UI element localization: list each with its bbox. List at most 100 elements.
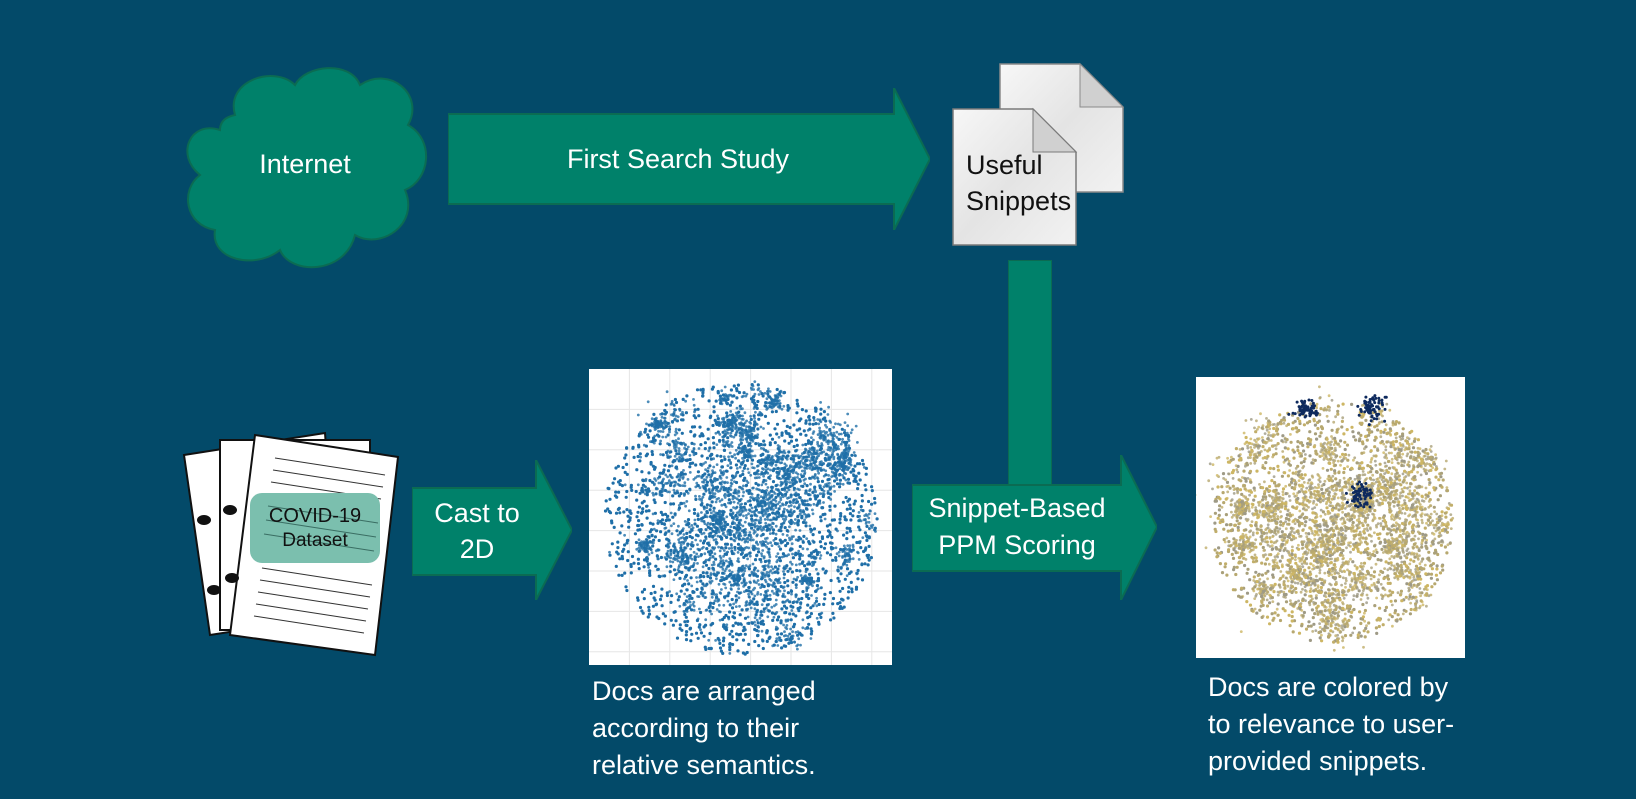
scatter-point: [734, 419, 738, 423]
scatter-point: [786, 569, 790, 573]
scatter-point: [796, 506, 800, 510]
scatter-point: [688, 487, 692, 491]
scatter-point: [603, 509, 608, 513]
scatter-point: [690, 557, 694, 561]
scatter-point: [763, 500, 767, 504]
scatter-point: [757, 393, 761, 396]
scatter-point: [798, 479, 802, 483]
scatter-point: [1438, 531, 1442, 534]
scatter-point: [858, 478, 862, 482]
scatter-point: [671, 502, 676, 506]
scatter-point: [676, 533, 680, 537]
scatter-point: [770, 611, 774, 615]
scatter-point: [747, 546, 751, 550]
scatter-point: [708, 497, 712, 501]
scatter-point: [729, 537, 733, 541]
scatter-point: [803, 564, 807, 568]
scatter-point: [636, 454, 640, 459]
scatter-point: [1270, 544, 1274, 548]
scatter-point: [783, 479, 787, 483]
scatter-point: [665, 565, 669, 569]
scatter-point: [784, 634, 788, 637]
scatter-point: [772, 643, 776, 647]
scatter-point: [845, 552, 849, 556]
scatter-point: [620, 573, 624, 577]
scatter-point: [629, 571, 633, 575]
scatter-point: [729, 508, 733, 512]
scatter-point: [823, 597, 827, 601]
scatter-point: [701, 571, 705, 575]
scatter-point: [696, 636, 700, 640]
scatter-point: [789, 640, 794, 645]
scatter-point: [805, 537, 809, 540]
scatter-point: [788, 426, 792, 430]
scatter-point: [808, 427, 812, 431]
scatter-point: [798, 509, 802, 513]
scatter-point: [847, 439, 851, 442]
scatter-point: [811, 467, 815, 471]
scatter-point: [653, 535, 657, 539]
scatter-point: [870, 526, 874, 529]
scatter-point: [847, 585, 851, 589]
scatter-point: [733, 522, 737, 525]
scatter-point: [753, 594, 757, 598]
scatter-point: [856, 514, 860, 519]
scatter-point: [710, 474, 714, 477]
scatter-point: [777, 615, 781, 619]
scatter-point: [842, 533, 846, 537]
scatter-point: [713, 599, 717, 603]
scatter-point: [726, 490, 730, 494]
scatter-point: [750, 383, 754, 387]
scatter-point: [718, 438, 722, 443]
scatter-point: [798, 606, 802, 610]
scatter-point: [1399, 438, 1403, 441]
scatter-point: [774, 639, 778, 644]
scatter-point: [848, 503, 852, 507]
scatter-point: [742, 466, 746, 470]
scatter-point: [857, 471, 861, 475]
scatter-point: [685, 623, 689, 628]
scatter-point: [735, 467, 739, 470]
scatter-point: [639, 455, 642, 459]
scatter-point: [616, 540, 620, 544]
scatter-point: [760, 629, 764, 633]
scatter-point: [782, 510, 786, 514]
scatter-point: [724, 576, 728, 581]
scatter-point: [1434, 456, 1438, 460]
scatter-point: [680, 455, 684, 458]
scatter-point: [816, 455, 819, 458]
scatter-point: [752, 547, 756, 551]
scatter-point: [734, 463, 738, 467]
scatter-point: [767, 503, 771, 507]
scatter-point: [730, 546, 733, 550]
scatter-point: [731, 455, 735, 459]
scatter-point: [653, 417, 657, 421]
scatter-point: [765, 630, 769, 634]
scatter-point: [722, 582, 725, 586]
scatter-point: [671, 515, 675, 519]
scatter-point: [766, 597, 770, 602]
scatter-point: [721, 651, 725, 655]
scatter-point: [730, 416, 734, 420]
scatter-point: [850, 428, 854, 432]
scatter-point: [815, 616, 819, 620]
scatter-point: [741, 456, 744, 460]
scatter-point: [749, 417, 753, 422]
scatter-point: [843, 431, 847, 435]
scatter-point: [795, 500, 799, 504]
scatter-point: [681, 397, 685, 401]
scatter-point: [692, 600, 696, 604]
scatter-point: [813, 602, 817, 605]
scatter-point: [779, 498, 783, 502]
scatter-point: [756, 634, 760, 638]
scatter-point: [782, 604, 787, 608]
scatter-point: [730, 482, 734, 486]
scatter-point: [875, 517, 879, 521]
scatter-point: [785, 534, 789, 537]
scatter-point: [723, 480, 727, 484]
scatter-point: [809, 582, 812, 586]
scatter-point: [726, 564, 731, 568]
scatter-point: [682, 562, 686, 566]
scatter-point: [853, 464, 857, 468]
scatter-point: [612, 525, 616, 529]
